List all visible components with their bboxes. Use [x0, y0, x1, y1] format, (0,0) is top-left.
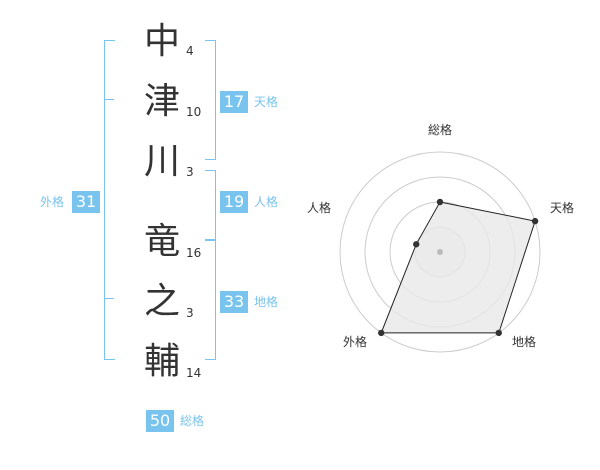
stroke-count-2: 10: [186, 105, 202, 119]
jinkaku-label: 人格: [254, 195, 279, 209]
stroke-count-1: 4: [186, 44, 194, 58]
name-char-6: 輔: [143, 341, 180, 382]
soukaku-badge: 50: [146, 410, 174, 432]
radar-ring: [339, 151, 541, 353]
soukaku-label: 総格: [180, 414, 205, 428]
radar-point-jinkaku: [413, 241, 420, 248]
radar-point-soukaku: [436, 198, 444, 206]
tenkaku-label: 天格: [254, 95, 279, 109]
tenkaku-badge: 17: [220, 91, 248, 113]
jinkaku-bracket: [205, 170, 216, 240]
gaikaku-badge: 31: [72, 191, 100, 213]
name-char-5: 之: [143, 281, 180, 322]
radar-points: [378, 198, 539, 337]
chikaku-badge: 33: [220, 291, 248, 313]
gaikaku-bracket-tick: [104, 99, 114, 100]
chikaku-bracket: [205, 240, 216, 360]
jinkaku-badge: 19: [220, 191, 248, 213]
radar-center-dot: [437, 249, 443, 255]
gaikaku-bracket-tick: [104, 298, 114, 299]
stroke-count-5: 3: [186, 306, 194, 320]
stroke-count-4: 16: [186, 246, 202, 260]
radar-shape: [380, 201, 536, 334]
gaikaku-bracket: [104, 40, 115, 360]
radar-label-jinkaku: 人格: [307, 200, 331, 215]
name-char-1: 中: [143, 21, 180, 62]
radar-label-tenkaku: 天格: [550, 200, 574, 215]
radar-point-chikaku: [495, 329, 502, 337]
stroke-count-6: 14: [186, 366, 202, 380]
gaikaku-label: 外格: [40, 195, 65, 209]
radar-point-tenkaku: [531, 217, 539, 225]
stroke-count-3: 3: [186, 165, 194, 179]
chikaku-label: 地格: [254, 295, 279, 309]
radar-label-gaikaku: 外格: [343, 334, 367, 349]
radar-label-chikaku: 地格: [512, 334, 536, 349]
name-char-3: 川: [143, 141, 180, 182]
radar-point-gaikaku: [378, 329, 385, 337]
radar-label-soukaku: 総格: [428, 122, 452, 137]
name-char-2: 津: [143, 81, 180, 122]
tenkaku-bracket: [205, 40, 216, 160]
name-char-4: 竜: [143, 221, 180, 262]
